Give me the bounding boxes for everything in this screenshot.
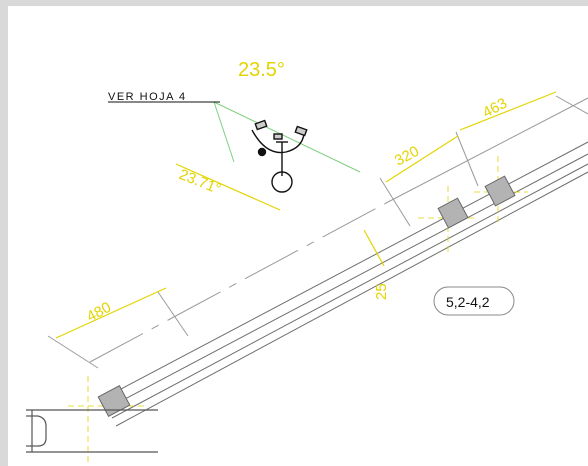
dim-23-71-arc (175, 163, 281, 211)
slope-tag-label: 5,2-4,2 (446, 294, 490, 310)
dim-463-label: 463 (480, 95, 510, 122)
reference-note: VER HOJA 4 (108, 91, 187, 103)
dimension-lines (55, 91, 557, 339)
drawing-sheet: 23.5° VER HOJA 4 23.71° 480 320 463 25 5… (8, 6, 588, 466)
guide-line (213, 101, 361, 173)
anchor-block-icon (97, 175, 516, 418)
dim-480-line (55, 287, 167, 339)
drawing-canvas: 23.5° VER HOJA 4 23.71° 480 320 463 25 5… (26, 59, 588, 466)
upper-chord (89, 97, 588, 363)
extension-lines (47, 95, 588, 369)
dim-25-line (363, 229, 385, 267)
dim-320-label: 320 (392, 143, 422, 170)
angle-detail-label: 23.71° (177, 166, 224, 198)
dim-463-line (459, 91, 557, 131)
slope-tag-frame (433, 286, 515, 316)
dim-480-label: 480 (84, 299, 114, 326)
angle-top-label: 23.5° (238, 59, 285, 81)
dim-25-label: 25 (373, 283, 390, 300)
support-beam-icon (26, 409, 158, 453)
lower-rail (103, 141, 588, 427)
dim-320-line (385, 135, 459, 183)
bearing-detail-icon (251, 119, 308, 193)
